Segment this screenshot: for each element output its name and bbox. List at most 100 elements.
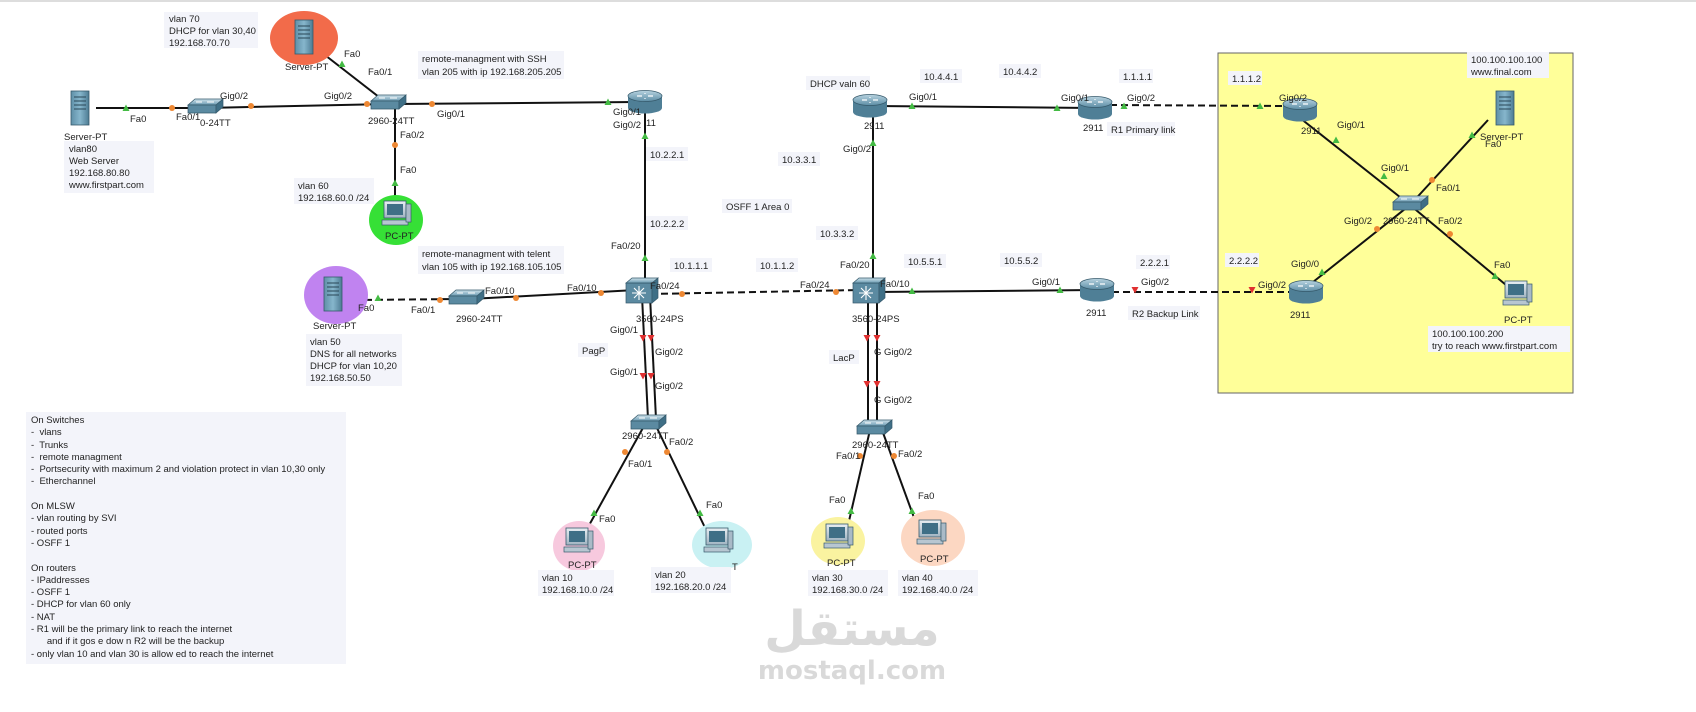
telnet-bg	[418, 246, 564, 274]
r2-backup-bg	[1128, 306, 1200, 320]
device-label: 2911	[1086, 308, 1106, 319]
device-label: Server-PT	[313, 321, 356, 332]
link-isps-ispb	[1307, 204, 1411, 287]
link-bl-pc20	[655, 425, 711, 539]
ssh-line1: remote-managment with SSH	[422, 54, 547, 65]
switch-dns[interactable]: 2960-24TT	[448, 289, 503, 325]
dns-dhcp: DHCP for vlan 10,20	[310, 361, 397, 372]
web-role: Web Server	[69, 156, 119, 167]
switch-access-left[interactable]: 0-24TT	[187, 98, 231, 129]
mlsw-right[interactable]: 3560-24PS	[852, 277, 900, 325]
switch-top[interactable]: 2960-24TT	[368, 94, 415, 127]
pc-icon	[823, 523, 854, 549]
isp-server[interactable]: Server-PT	[1480, 90, 1523, 143]
mlsw-left[interactable]: 3560-24PS	[625, 277, 684, 325]
vlan20-net: 192.168.20.0 /24	[655, 582, 726, 593]
router-r1[interactable]: 2911	[1077, 95, 1113, 135]
ip-bg	[646, 147, 688, 161]
dhcp-vlan60: DHCP valn 60	[810, 79, 870, 90]
port-label: Gig0/2	[1127, 93, 1155, 104]
device-label: Server-PT	[64, 132, 107, 143]
server-dns[interactable]: Server-PT	[304, 266, 368, 332]
device-label: 2960-24TT	[852, 440, 899, 451]
server-web[interactable]: Server-PT	[64, 90, 107, 143]
ip-10-1-1-2: 10.1.1.2	[760, 261, 794, 272]
switch-icon	[448, 289, 485, 305]
device-label: 2960-24TT	[622, 431, 669, 442]
r1-primary-link: R1 Primary link	[1111, 125, 1176, 136]
router-icon	[1288, 279, 1324, 305]
ip-1-1-1-1: 1.1.1.1	[1123, 72, 1152, 83]
pc-vlan30[interactable]: PC-PT	[811, 517, 865, 569]
ip-bg	[778, 152, 820, 166]
device-label: Server-PT	[285, 62, 328, 73]
port-label: Gig0/1	[613, 107, 641, 118]
switch-bottom-right[interactable]: 2960-24TT	[852, 419, 899, 451]
device-label: 2960-24TT	[456, 314, 503, 325]
router-r2[interactable]: 2911	[1079, 277, 1115, 320]
watermark: مستقل mostaql.com	[747, 602, 957, 686]
port-label: Fa0/1	[628, 459, 652, 470]
device-label: 11	[646, 118, 656, 129]
port-label: Fa0	[344, 49, 360, 60]
watermark-arabic: مستقل	[764, 601, 940, 657]
server-icon	[323, 276, 343, 312]
port-label: Gig0/1	[610, 367, 638, 378]
ip-10-4-4-1: 10.4.4.1	[924, 72, 958, 83]
link-isps-ispt	[1299, 117, 1411, 206]
device-label: 2960-24TT	[1383, 216, 1430, 227]
dns-ip: 192.168.50.50	[310, 373, 371, 384]
final-domain: www.final.com	[1470, 67, 1532, 78]
router-top-left[interactable]: 11	[627, 89, 663, 130]
port-label: Gig0/0	[1291, 259, 1319, 270]
dns-vlan: vlan 50	[310, 337, 341, 348]
switch-icon	[370, 94, 407, 110]
pc-vlan10[interactable]: PC-PT	[553, 521, 605, 571]
dns-bg	[306, 334, 402, 386]
router-icon	[852, 93, 888, 119]
pc-vlan60[interactable]: PC-PT	[369, 195, 423, 245]
link-br-pc30	[845, 429, 871, 535]
port-label: Fa0/2	[669, 437, 693, 448]
web-vlan: vlan80	[69, 144, 97, 155]
switch-icon	[856, 419, 893, 435]
isp-pc-ip: 100.100.100.200	[1432, 329, 1503, 340]
server-vlan70[interactable]: Server-PT	[270, 11, 338, 73]
lacp-label: LacP	[833, 353, 855, 364]
port-label: G	[874, 347, 881, 358]
port-label: Fa0/2	[400, 130, 424, 141]
ip-10-2-2-2: 10.2.2.2	[650, 219, 684, 230]
switch-bottom-left[interactable]: 2960-24TT	[622, 414, 669, 442]
telnet-line2: vlan 105 with ip 192.168.105.105	[422, 262, 561, 273]
pc-icon	[703, 527, 734, 553]
isp-router-bottom[interactable]: 2911	[1288, 279, 1324, 322]
port-label: Gig0/2	[324, 91, 352, 102]
server-icon	[70, 90, 90, 126]
ip-bg	[1119, 69, 1153, 83]
pc-vlan20[interactable]: T	[692, 521, 752, 573]
lacp-bg	[829, 350, 859, 364]
link-isps-server	[1409, 119, 1489, 206]
web-domain: www.firstpart.com	[68, 180, 144, 191]
port-label: Gig0/2	[1141, 277, 1169, 288]
ospf-bg	[722, 199, 792, 213]
port-label: Fa0	[706, 500, 722, 511]
isp-pc[interactable]: PC-PT	[1502, 280, 1533, 326]
device-label: PC-PT	[827, 558, 856, 569]
ssh-line2: vlan 205 with ip 192.168.205.205	[422, 67, 561, 78]
dashed-links	[353, 104, 1296, 301]
port-label: Gig0/2	[1258, 280, 1286, 291]
pc-vlan40[interactable]: PC-PT	[901, 510, 965, 566]
pc-icon	[381, 200, 412, 226]
port-label: Gig0/1	[437, 109, 465, 120]
router-dhcp[interactable]: 2911	[852, 93, 888, 133]
ip-10-4-4-2: 10.4.4.2	[1003, 67, 1037, 78]
ip-bg	[1000, 253, 1042, 267]
port-label: Gig0/2	[884, 395, 912, 406]
pagp-label: PagP	[582, 346, 605, 357]
device-label: PC-PT	[385, 231, 414, 242]
port-labels: Fa0 Fa0/1 Fa0 Fa0/1 Gig0/2 Gig0/2 Gig0/1…	[130, 49, 1510, 525]
isp-router-top[interactable]: 2911	[1282, 97, 1321, 138]
isp-switch[interactable]: 2960-24TT	[1383, 195, 1430, 227]
